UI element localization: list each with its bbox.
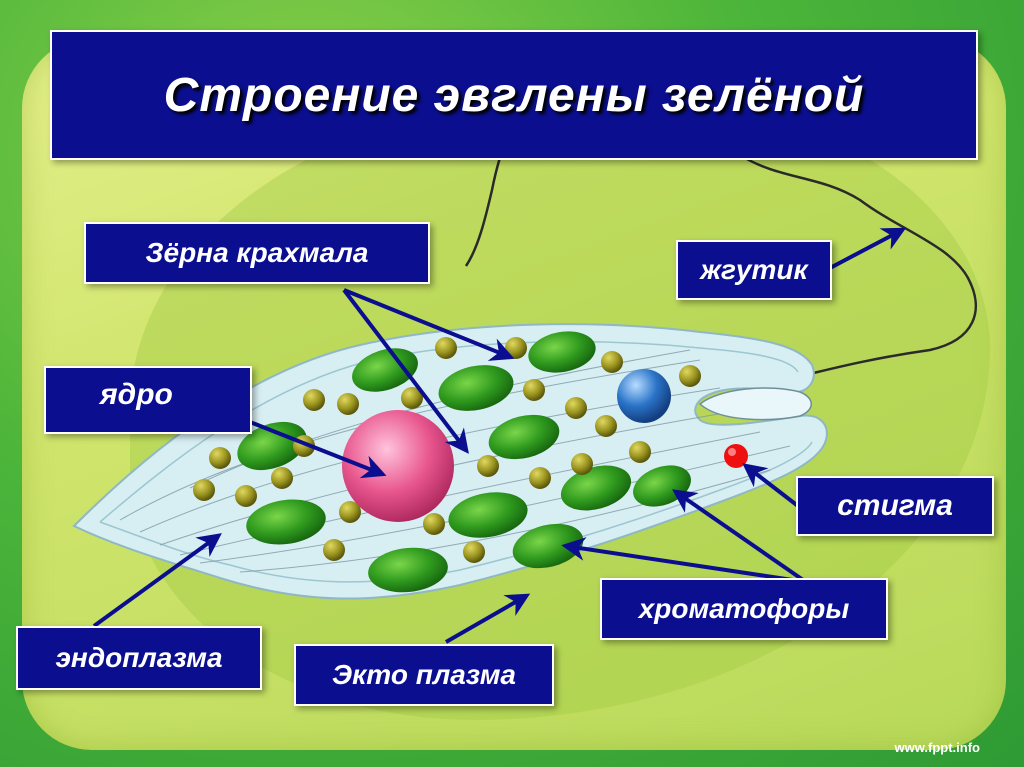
arrow-flagellum bbox=[829, 227, 907, 270]
starch-grain bbox=[477, 455, 499, 477]
chromatophores bbox=[237, 331, 691, 593]
chromatophore bbox=[237, 421, 307, 471]
chromatophore bbox=[368, 547, 448, 593]
starch-grain bbox=[303, 389, 325, 411]
arrow-endo bbox=[92, 533, 222, 628]
starch-grain bbox=[523, 379, 545, 401]
label-endoplasm: эндоплазма bbox=[16, 626, 262, 690]
chromatophore bbox=[448, 492, 528, 538]
starch-grain bbox=[337, 393, 359, 415]
arrow-starch-2 bbox=[342, 288, 469, 454]
starch-grain bbox=[679, 365, 701, 387]
starch-grain bbox=[629, 441, 651, 463]
arrow-starch-1 bbox=[343, 288, 515, 361]
label-nucleus: ядро bbox=[44, 366, 252, 434]
chromatophore bbox=[560, 465, 632, 511]
label-chromatophores: хроматофоры bbox=[600, 578, 888, 640]
label-stigma: стигма bbox=[796, 476, 994, 536]
reservoir bbox=[698, 387, 812, 421]
contractile-vacuole bbox=[617, 369, 671, 423]
starch-grains bbox=[193, 337, 701, 563]
slide-title: Строение эвглены зелёной bbox=[50, 30, 978, 160]
starch-grain bbox=[571, 453, 593, 475]
chromatophore bbox=[246, 499, 326, 545]
starch-grain bbox=[529, 467, 551, 489]
starch-grain bbox=[463, 541, 485, 563]
ectoplasm-boundary bbox=[99, 340, 799, 523]
starch-grain bbox=[271, 467, 293, 489]
nucleus bbox=[342, 410, 454, 522]
starch-grain bbox=[595, 415, 617, 437]
arrow-chrom-2 bbox=[561, 536, 807, 584]
pointer-arrows bbox=[92, 227, 907, 644]
arrow-chrom-1 bbox=[672, 489, 808, 584]
label-starch-grains: Зёрна крахмала bbox=[84, 222, 430, 284]
chromatophore bbox=[488, 414, 560, 460]
label-flagellum: жгутик bbox=[676, 240, 832, 300]
starch-grain bbox=[209, 447, 231, 469]
chromatophore bbox=[438, 365, 514, 411]
arrow-ecto bbox=[445, 593, 531, 644]
chromatophore bbox=[528, 331, 596, 373]
starch-grain bbox=[323, 539, 345, 561]
starch-grain bbox=[193, 479, 215, 501]
stigma-eyespot bbox=[724, 444, 748, 468]
ectoplasm-boundary-lower bbox=[99, 441, 813, 583]
arrow-nucleus bbox=[249, 420, 387, 479]
label-ectoplasm: Экто плазма bbox=[294, 644, 554, 706]
starch-grain bbox=[601, 351, 623, 373]
footer-watermark: www.fppt.info bbox=[894, 740, 980, 755]
starch-grain bbox=[423, 513, 445, 535]
starch-grain bbox=[235, 485, 257, 507]
chromatophore bbox=[352, 348, 418, 392]
starch-grain bbox=[435, 337, 457, 359]
starch-grain bbox=[401, 387, 423, 409]
starch-grain bbox=[565, 397, 587, 419]
arrow-stigma bbox=[742, 463, 800, 508]
starch-grain bbox=[339, 501, 361, 523]
